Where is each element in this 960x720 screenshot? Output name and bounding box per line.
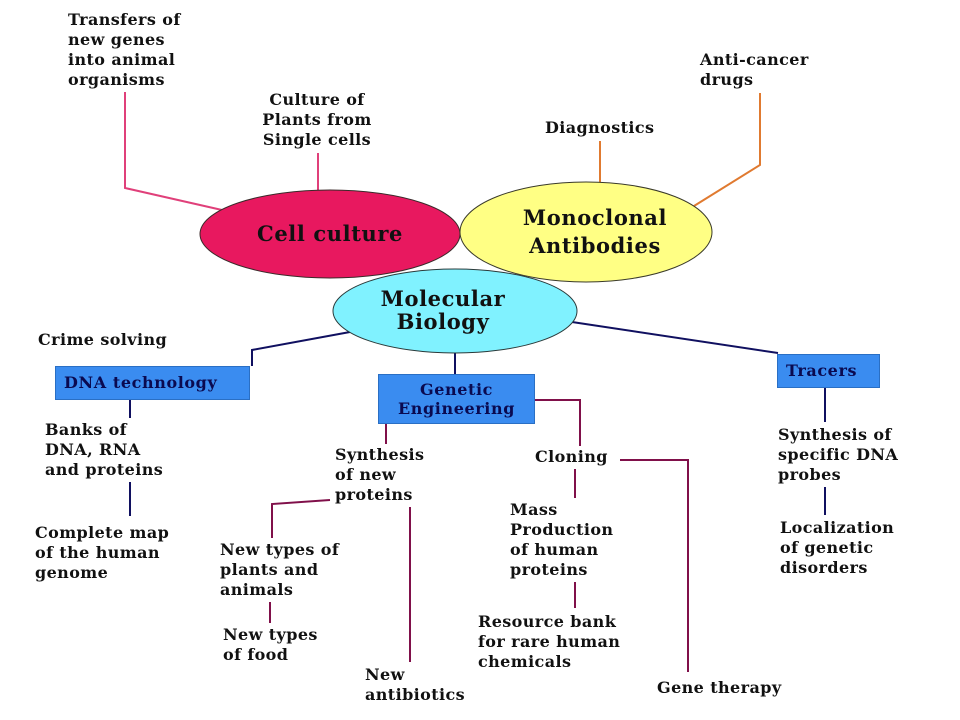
text-line: chemicals xyxy=(478,652,572,671)
text-line: animals xyxy=(220,580,294,599)
text-line: Diagnostics xyxy=(545,118,655,137)
text-line: New xyxy=(365,665,405,684)
genetic-engineering-box: Genetic Engineering xyxy=(378,374,535,424)
crime-solving-label: Crime solving xyxy=(38,330,167,350)
connector-genetic-to-cloning xyxy=(535,399,581,446)
text-line: Production xyxy=(510,520,614,539)
monoclonal-antibodies-ellipse xyxy=(459,181,713,283)
transfers-of-new-genes-label: Transfers of new genes into animal organ… xyxy=(68,10,181,90)
text-line: of genetic xyxy=(780,538,874,557)
connector-synthesis-to-new-types-plants xyxy=(271,499,331,538)
text-line: and proteins xyxy=(45,460,164,479)
text-line: Transfers of xyxy=(68,10,181,29)
text-line: Single cells xyxy=(262,130,372,149)
text-line: Synthesis xyxy=(335,445,425,464)
synthesis-dna-probes-label: Synthesis of specific DNA probes xyxy=(778,425,898,485)
text-line: drugs xyxy=(700,70,754,89)
text-line: organisms xyxy=(68,70,165,89)
molecular-biology-ellipse xyxy=(332,268,578,354)
anti-cancer-drugs-label: Anti-cancer drugs xyxy=(700,50,809,90)
text-line: of food xyxy=(223,645,289,664)
dna-technology-text: DNA technology xyxy=(64,373,218,392)
mass-production-label: Mass Production of human proteins xyxy=(510,500,613,580)
text-line: Gene therapy xyxy=(657,678,782,697)
text-line: Resource bank xyxy=(478,612,617,631)
genetic-engineering-line-1: Genetic xyxy=(419,380,494,399)
text-line: new genes xyxy=(68,30,165,49)
text-line: Synthesis of xyxy=(778,425,892,444)
molecular-line-1: Molecular xyxy=(380,286,506,311)
synthesis-of-new-proteins-label: Synthesis of new proteins xyxy=(335,445,424,505)
text-line: antibiotics xyxy=(365,685,466,704)
monoclonal-line-1: Monoclonal xyxy=(522,205,668,230)
text-line: Culture of xyxy=(269,90,365,109)
molecular-line-2: Biology xyxy=(396,309,490,334)
connector-transfers-to-cell-culture xyxy=(124,92,223,211)
genetic-engineering-line-2: Engineering xyxy=(397,399,515,418)
text-line: probes xyxy=(778,465,842,484)
monoclonal-line-2: Antibodies xyxy=(529,233,661,258)
text-line: Crime solving xyxy=(38,330,168,349)
text-line: of new xyxy=(335,465,397,484)
connector-cloning-to-gene-therapy xyxy=(620,459,689,672)
resource-bank-label: Resource bank for rare human chemicals xyxy=(478,612,620,672)
text-line: proteins xyxy=(510,560,588,579)
connector-molecular-to-dna-technology xyxy=(251,331,351,366)
dna-technology-box: DNA technology xyxy=(55,366,250,400)
text-line: Cloning xyxy=(535,447,608,466)
text-line: Mass xyxy=(510,500,558,519)
text-line: DNA, RNA xyxy=(45,440,141,459)
molecular-biology-label: Molecular Biology xyxy=(343,287,543,333)
monoclonal-antibodies-label: Monoclonal Antibodies xyxy=(480,204,710,260)
text-line: New types of xyxy=(220,540,340,559)
complete-map-label: Complete map of the human genome xyxy=(35,523,169,583)
text-line: into animal xyxy=(68,50,176,69)
localization-label: Localization of genetic disorders xyxy=(780,518,894,578)
diagnostics-label: Diagnostics xyxy=(545,118,654,138)
text-line: of the human xyxy=(35,543,160,562)
tracers-text: Tracers xyxy=(786,361,858,380)
text-line: proteins xyxy=(335,485,413,504)
text-line: Localization xyxy=(780,518,895,537)
text-line: disorders xyxy=(780,558,868,577)
text-line: New types xyxy=(223,625,318,644)
text-line: of human xyxy=(510,540,599,559)
text-line: Anti-cancer xyxy=(700,50,809,69)
new-types-food-label: New types of food xyxy=(223,625,318,665)
text-line: Plants from xyxy=(262,110,372,129)
culture-of-plants-label: Culture of Plants from Single cells xyxy=(242,90,392,150)
cloning-label: Cloning xyxy=(535,447,608,467)
banks-of-dna-label: Banks of DNA, RNA and proteins xyxy=(45,420,163,480)
connector-anticancer-to-monoclonal xyxy=(693,93,761,207)
connector-molecular-to-tracers xyxy=(571,321,779,354)
new-types-plants-label: New types of plants and animals xyxy=(220,540,339,600)
text-line: Complete map xyxy=(35,523,170,542)
new-antibiotics-label: New antibiotics xyxy=(365,665,465,705)
text-line: Banks of xyxy=(45,420,127,439)
text-line: for rare human xyxy=(478,632,621,651)
gene-therapy-label: Gene therapy xyxy=(657,678,782,698)
text-line: plants and xyxy=(220,560,319,579)
cell-culture-text: Cell culture xyxy=(257,221,403,246)
text-line: specific DNA xyxy=(778,445,899,464)
tracers-box: Tracers xyxy=(777,354,880,388)
text-line: genome xyxy=(35,563,109,582)
cell-culture-label: Cell culture xyxy=(230,221,430,247)
